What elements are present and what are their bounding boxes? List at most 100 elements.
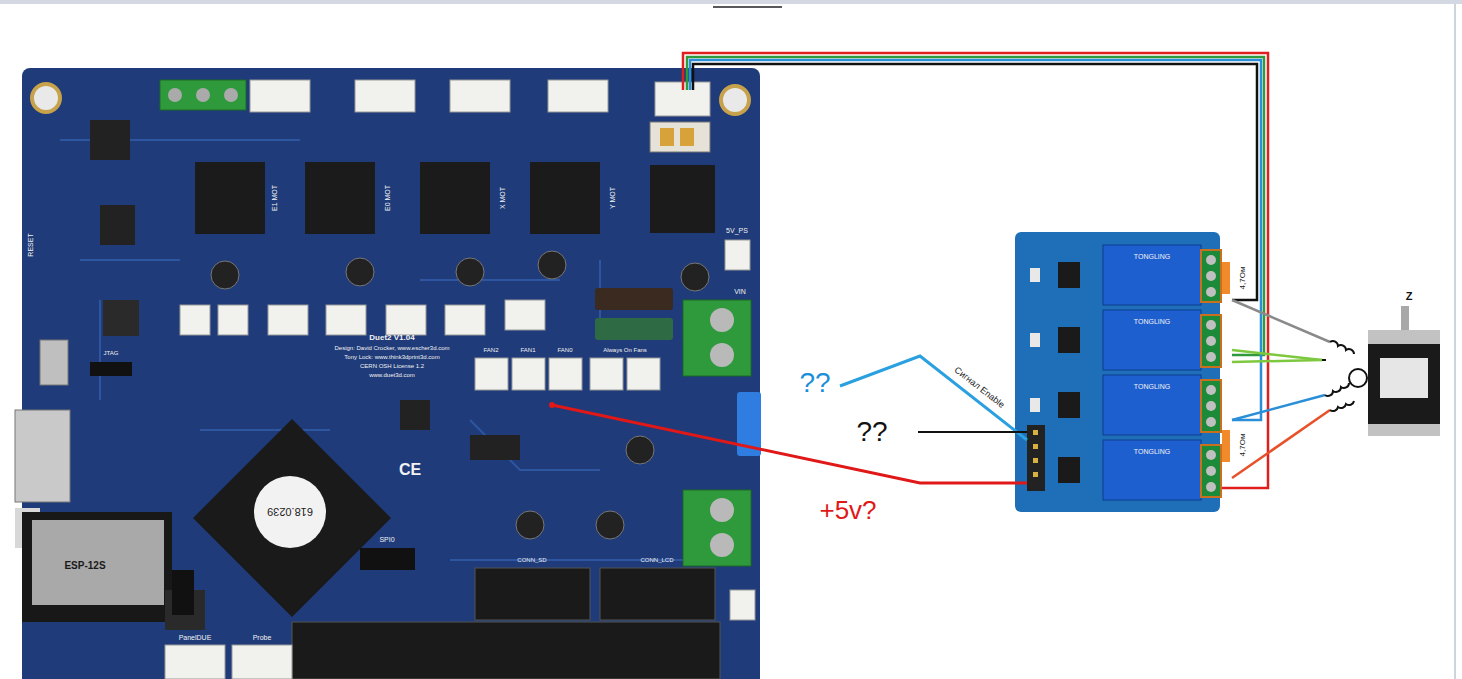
stepper-motor-part bbox=[1401, 306, 1409, 332]
sticker-number: 618.0239 bbox=[267, 506, 313, 518]
duet2-board-part bbox=[305, 162, 375, 234]
relay-brand: TONGLING bbox=[1134, 383, 1170, 391]
stepper-motor-part bbox=[1325, 383, 1349, 396]
relay-module-part-part bbox=[1206, 385, 1216, 395]
stepper-motor bbox=[1322, 306, 1440, 436]
silkscreen-label: FAN0 bbox=[557, 347, 572, 354]
duet2-board-part bbox=[180, 305, 210, 335]
duet2-board-part bbox=[710, 498, 734, 522]
duet2-board-part bbox=[710, 308, 734, 332]
duet2-board-part bbox=[650, 122, 710, 152]
duet2-board-part bbox=[516, 511, 544, 539]
duet2-board-part bbox=[386, 305, 426, 335]
duet2-board-part bbox=[627, 358, 660, 390]
relay-module-part-part bbox=[1030, 333, 1040, 347]
silkscreen-label: CONN_SD bbox=[517, 557, 546, 564]
duet2-board-part bbox=[721, 86, 749, 114]
stepper-motor-part bbox=[1330, 341, 1354, 354]
duet2-board-part bbox=[681, 263, 709, 291]
silkscreen-label: RESET bbox=[27, 233, 35, 256]
duet2-board-part bbox=[683, 300, 751, 376]
silkscreen-label: FAN2 bbox=[483, 347, 498, 354]
duet2-board-part bbox=[400, 400, 430, 430]
relay-module-part-part bbox=[1201, 315, 1221, 367]
board-credit: Design: David Crocker, www.escher3d.com bbox=[334, 345, 449, 352]
coil-wires-part bbox=[1232, 360, 1322, 362]
silkscreen-label: VIN bbox=[734, 288, 746, 296]
duet2-board-part bbox=[22, 68, 760, 679]
silkscreen-label: CONN_LCD bbox=[640, 557, 673, 564]
duet2-board-part bbox=[710, 343, 734, 367]
duet2-board-part bbox=[548, 80, 608, 112]
duet2-board-part bbox=[346, 258, 374, 286]
relay-brand: TONGLING bbox=[1134, 253, 1170, 261]
duet2-board-part bbox=[475, 358, 508, 390]
duet2-board-part bbox=[595, 318, 673, 340]
duet2-board-part bbox=[600, 568, 715, 620]
relay-module-part bbox=[1103, 375, 1201, 435]
duet2-board-part bbox=[218, 305, 248, 335]
resistor-value: 4,7Ом bbox=[1239, 434, 1248, 457]
duet2-board-part bbox=[505, 300, 545, 330]
duet2-board-part bbox=[549, 358, 582, 390]
relay-module-part-part bbox=[1058, 457, 1080, 483]
silkscreen-label: Probe bbox=[253, 634, 272, 642]
board-credit: www.duet3d.com bbox=[369, 372, 415, 379]
duet2-board-part bbox=[100, 205, 135, 245]
relay-module-part-part bbox=[1058, 392, 1080, 418]
relay-module-part-part bbox=[1058, 327, 1080, 353]
duet2-board-part bbox=[292, 622, 720, 679]
coil-wires-part bbox=[1232, 395, 1325, 420]
duet2-board-part bbox=[22, 512, 172, 622]
relay-module-part-part bbox=[1058, 262, 1080, 288]
relay-brand: TONGLING bbox=[1134, 318, 1170, 326]
duet2-board-part bbox=[103, 300, 139, 336]
silkscreen-label: SPI0 bbox=[379, 536, 394, 544]
board-credit: Tony Lock: www.think3dprint3d.com bbox=[344, 354, 439, 361]
duet2-board-part bbox=[60, 140, 700, 560]
board-name: Duet2 V1.04 bbox=[369, 334, 414, 343]
relay-module-part-part bbox=[1206, 287, 1216, 297]
duet2-board-part bbox=[250, 80, 310, 112]
module-name: ESP-12S bbox=[64, 560, 105, 571]
relay-module-part-part bbox=[1206, 401, 1216, 411]
stepper-motor-part bbox=[1368, 424, 1440, 436]
axis-label: Z bbox=[1406, 290, 1413, 302]
relay-module-part-part bbox=[1033, 458, 1038, 463]
stepper-motor-part bbox=[1380, 358, 1428, 398]
duet2-board-part bbox=[90, 120, 130, 160]
stepper-motor-part bbox=[1322, 359, 1326, 361]
duet2-board-part bbox=[530, 162, 600, 234]
duet2-board-part bbox=[660, 128, 674, 146]
duet2-board-part bbox=[211, 261, 239, 289]
duet2-board-part bbox=[254, 476, 326, 548]
voltage-note: +5v? bbox=[819, 496, 876, 525]
duet2-board-part bbox=[512, 358, 545, 390]
relay-module-part bbox=[1103, 440, 1201, 500]
driver-label: Y MOT bbox=[609, 187, 617, 209]
control-wires-part bbox=[549, 402, 555, 408]
wire-label: Сигнал Enable bbox=[952, 365, 1006, 410]
duet2-board-part bbox=[160, 80, 246, 110]
relay-module-part bbox=[1103, 245, 1201, 305]
duet2-board-part bbox=[40, 340, 68, 385]
window-frame-part bbox=[713, 6, 782, 8]
silkscreen-label: PanelDUE bbox=[179, 634, 212, 642]
duet2-board-part bbox=[725, 240, 750, 270]
silkscreen-label: FAN1 bbox=[520, 347, 535, 354]
control-wires-part bbox=[918, 431, 1027, 433]
duet2-board-part bbox=[450, 80, 510, 112]
duet2-board-part bbox=[420, 162, 490, 234]
relay-module-part bbox=[1222, 262, 1230, 294]
duet2-board-part bbox=[590, 358, 623, 390]
duet2-board-part bbox=[360, 548, 415, 570]
silkscreen-label: Always On Fans bbox=[603, 347, 647, 354]
relay-module-part-part bbox=[1030, 268, 1040, 282]
relay-module-part bbox=[1027, 425, 1045, 491]
silkscreen-label: 5V_PS bbox=[726, 227, 748, 235]
signal-question: ?? bbox=[799, 368, 830, 399]
relay-module-part-part bbox=[1206, 352, 1216, 362]
relay-module-part bbox=[1222, 430, 1230, 462]
